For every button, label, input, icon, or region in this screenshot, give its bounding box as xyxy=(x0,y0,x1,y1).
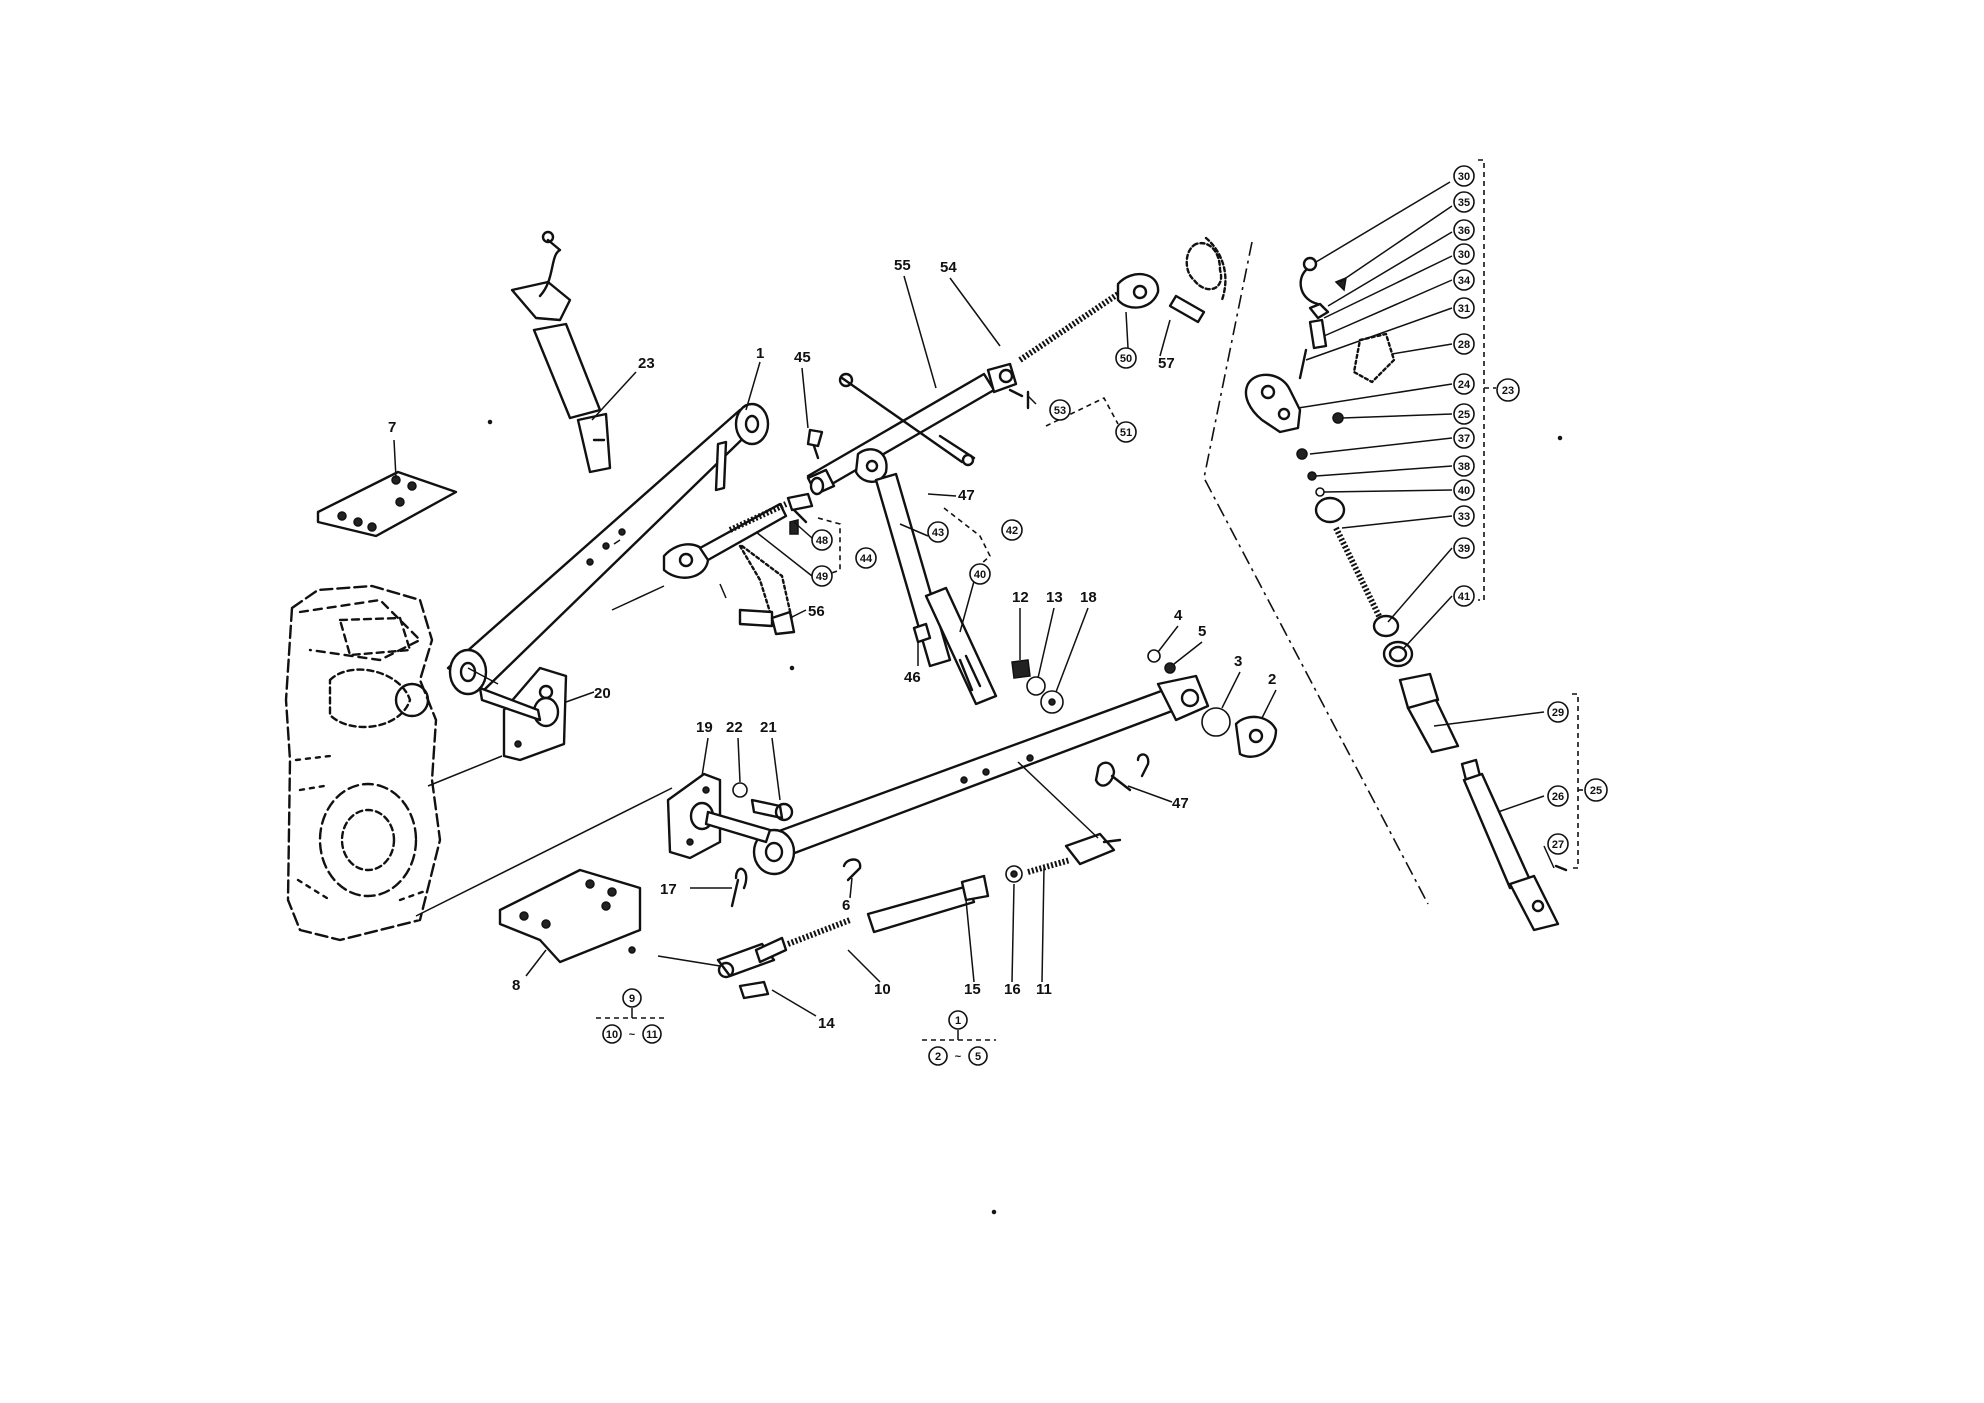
scan-speck xyxy=(487,419,493,425)
pins-washers-21-22 xyxy=(730,782,862,908)
group-marker-1-from: 2 xyxy=(935,1051,941,1063)
lower-link-bracket-20 xyxy=(478,666,568,762)
circled-53: 53 xyxy=(1054,405,1066,417)
callout-11: 11 xyxy=(1036,981,1052,998)
circled-rb2: 26 xyxy=(1552,791,1564,803)
circled-rt15: 41 xyxy=(1458,591,1470,603)
callout-16: 16 xyxy=(1004,981,1021,998)
circled-rt1: 30 xyxy=(1458,171,1470,183)
callout-3: 3 xyxy=(1234,653,1242,670)
callout-47-upper: 47 xyxy=(958,487,975,504)
group-marker-1-top: 1 xyxy=(955,1015,961,1027)
levelling-rod-23 xyxy=(510,230,612,474)
callout-labels: 7 23 1 45 55 54 57 47 56 46 12 13 18 4 5… xyxy=(388,257,1276,1032)
lift-rod-49 xyxy=(662,492,814,579)
lift-rod-43 xyxy=(854,448,998,706)
callout-1: 1 xyxy=(756,345,764,362)
circled-42: 42 xyxy=(1006,525,1018,537)
check-chain-assembly xyxy=(716,753,1150,1000)
circled-rt8: 24 xyxy=(1458,379,1471,391)
callout-7: 7 xyxy=(388,419,396,436)
circled-callouts-right: 30 35 36 30 34 31 28 24 23 25 37 38 40 3… xyxy=(1453,165,1608,855)
group-marker-1: 1 2 ~ 5 xyxy=(922,1010,996,1066)
callout-15: 15 xyxy=(964,981,981,998)
circled-rb1: 29 xyxy=(1552,707,1564,719)
callout-22: 22 xyxy=(726,719,743,736)
lower-link-long xyxy=(752,674,1210,876)
lower-link-bracket-19 xyxy=(666,772,772,860)
callout-6: 6 xyxy=(842,897,850,914)
scan-speck xyxy=(991,1209,997,1215)
callout-5: 5 xyxy=(1198,623,1206,640)
small-hardware xyxy=(1011,649,1278,758)
mounting-plate-8 xyxy=(498,868,642,964)
callout-18: 18 xyxy=(1080,589,1097,606)
callout-20: 20 xyxy=(594,685,611,702)
pin-with-chain-56 xyxy=(738,544,796,636)
circled-44: 44 xyxy=(860,553,873,565)
circled-51: 51 xyxy=(1120,427,1132,439)
callout-55: 55 xyxy=(894,257,911,274)
circled-rt4: 30 xyxy=(1458,249,1470,261)
circled-rt-group: 23 xyxy=(1502,385,1514,397)
engine-block-illustration xyxy=(284,584,442,942)
small-bolts xyxy=(789,428,824,535)
circled-49: 49 xyxy=(816,571,828,583)
callout-17: 17 xyxy=(660,881,677,898)
circled-rt10: 37 xyxy=(1458,433,1470,445)
callout-12: 12 xyxy=(1012,589,1029,606)
group-marker-9-separator: ~ xyxy=(629,1029,636,1041)
callout-13: 13 xyxy=(1046,589,1063,606)
callout-8: 8 xyxy=(512,977,520,994)
scan-speck xyxy=(1557,435,1563,441)
circled-43: 43 xyxy=(932,527,944,539)
scan-speck xyxy=(789,665,795,671)
pin-with-chain-57 xyxy=(1168,236,1227,324)
callout-10: 10 xyxy=(874,981,891,998)
circled-52: 50 xyxy=(1120,353,1132,365)
group-marker-9-from: 10 xyxy=(606,1029,618,1041)
circled-rt12: 40 xyxy=(1458,485,1470,497)
circled-40: 40 xyxy=(974,569,986,581)
circled-rt11: 38 xyxy=(1458,461,1470,473)
circled-rt6: 31 xyxy=(1458,303,1470,315)
lower-link-1 xyxy=(446,402,770,696)
callout-47-lower: 47 xyxy=(1172,795,1189,812)
callout-23: 23 xyxy=(638,355,655,372)
section-separator xyxy=(1203,241,1429,905)
circled-rb3: 27 xyxy=(1552,839,1564,851)
callout-45: 45 xyxy=(794,349,811,366)
mounting-plate-7 xyxy=(316,470,458,538)
circled-rt7: 28 xyxy=(1458,339,1470,351)
callout-19: 19 xyxy=(696,719,713,736)
circled-callouts-center: 50 53 51 43 42 48 49 44 40 xyxy=(811,347,1137,587)
circled-rt5: 34 xyxy=(1458,275,1471,287)
callout-4: 4 xyxy=(1174,607,1183,624)
group-marker-9: 9 10 ~ 11 xyxy=(596,988,668,1044)
levelling-box-exploded xyxy=(1244,256,1568,932)
circled-rt2: 35 xyxy=(1458,197,1470,209)
group-marker-9-to: 11 xyxy=(646,1029,658,1041)
callout-57: 57 xyxy=(1158,355,1175,372)
circled-rt13: 33 xyxy=(1458,511,1470,523)
callout-2: 2 xyxy=(1268,671,1276,688)
circled-rt3: 36 xyxy=(1458,225,1470,237)
callout-56: 56 xyxy=(808,603,825,620)
callout-14: 14 xyxy=(818,1015,835,1032)
group-marker-1-separator: ~ xyxy=(955,1051,962,1063)
callout-21: 21 xyxy=(760,719,777,736)
callout-54: 54 xyxy=(940,259,957,276)
group-marker-9-top: 9 xyxy=(629,993,635,1005)
leader-lines xyxy=(393,159,1586,1017)
group-marker-1-to: 5 xyxy=(975,1051,981,1063)
callout-46: 46 xyxy=(904,669,921,686)
top-link-55 xyxy=(806,272,1160,496)
circled-48: 48 xyxy=(816,535,828,547)
circled-rb-group: 25 xyxy=(1590,785,1602,797)
circled-rt9: 25 xyxy=(1458,409,1470,421)
circled-rt14: 39 xyxy=(1458,543,1470,555)
